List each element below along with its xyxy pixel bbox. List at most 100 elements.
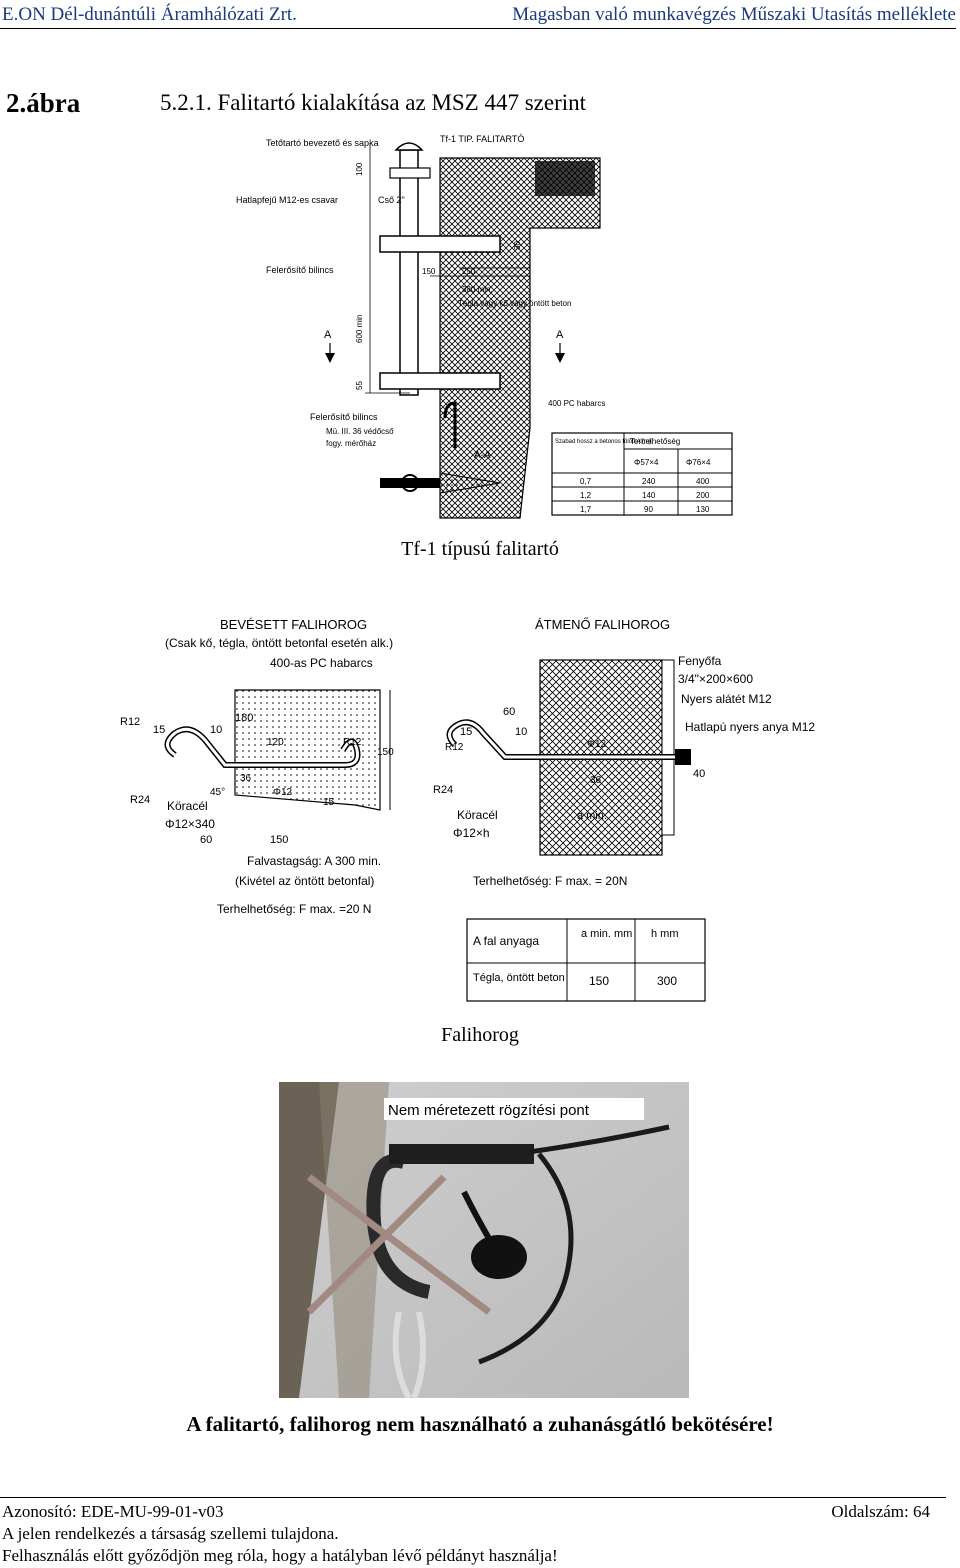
load-table: Szabad hossz a betonos fölött A (m) Terh… [551,432,733,516]
hook1-dim-150b: 150 [270,834,288,846]
label-dim-100: 100 [355,162,364,176]
hook1-dim-180: 180 [235,712,253,724]
figure-title: 5.2.1. Falitartó kialakítása az MSZ 447 … [160,90,587,115]
pipe [399,149,419,396]
hook2-board [661,659,675,836]
table2-header-material: A fal anyaga [473,934,539,948]
table1-r1c3: 400 [696,477,710,486]
hook1-dim-60: 60 [200,834,212,846]
label-dim-150: 150 [422,267,436,276]
hook2-amin: a min. [577,810,607,822]
hook2-dim-r24: R24 [433,784,453,796]
header-company: E.ON Dél-dunántúli Áramhálózati Zrt. [2,4,297,25]
label-type: Tf-1 TIP. FALITARTÓ [440,134,524,144]
hook2-size: Φ12×h [453,826,490,840]
hook1-dim-r12: R12 [120,716,140,728]
hook2-load: Terhelhetőség: F max. = 20N [473,874,627,888]
header-document: Magasban való munkavégzés Műszaki Utasít… [512,4,956,25]
label-meter: fogy. mérőház [326,439,376,448]
figure-number: 2.ábra [6,88,81,118]
hook2-dim-10: 10 [515,726,527,738]
hook1-dim-10: 10 [210,724,222,736]
label-section-a-left: A [324,329,332,341]
label-cap: Tetőtartó bevezető és sapka [266,138,379,148]
clamp-bottom [379,372,501,390]
label-dim-30: 30 [513,241,522,250]
hook1-dim-15: 15 [153,724,165,736]
hook2-dim-36: 36 [590,775,602,786]
caption-falihorog: Falihorog [441,1024,519,1046]
table1-sub-76: Φ76×4 [686,458,711,467]
hook1-title: BEVÉSETT FALIHOROG [220,617,367,632]
hook1-dim-phi12: Φ12 [273,787,293,798]
hook2-dim-15: 15 [460,726,472,738]
label-dim-55: 55 [355,381,364,390]
hook2-dim-phi12: Φ12 [587,739,607,750]
cross-mark-line-2 [306,1174,447,1315]
hook1-size: Φ12×340 [165,817,215,831]
wall-hook-drawing: BEVÉSETT FALIHOROG (Csak kő, tégla, öntö… [120,617,815,1002]
label-clamp-top: Felerősítő bilincs [266,265,334,275]
label-mortar: 400 PC habarcs [548,399,605,408]
footer-page-number: Oldalszám: 64 [831,1502,930,1521]
table2-material: Tégla, öntött beton [473,972,565,984]
photo-label: Nem méretezett rögzítési pont [388,1102,590,1119]
anchor-photo: Nem méretezett rögzítési pont [279,1082,689,1398]
table1-r2c3: 200 [696,491,710,500]
clamp-top [379,235,501,253]
table2-amin: 150 [589,974,609,988]
hook1-wall-thickness: Falvastagság: A 300 min. [247,854,381,868]
table1-sub-57: Φ57×4 [634,458,659,467]
hook2-title: ÁTMENŐ FALIHOROG [535,617,670,632]
label-dim-250: 250 [462,267,476,276]
wall-bracket-drawing: Tetőtartó bevezető és sapka Tf-1 TIP. FA… [236,134,733,519]
photo-cable [478,1124,670,1365]
label-pipe: Cső 2" [378,195,405,205]
label-pipe-protect: Mü. III. 36 védőcső [326,427,394,436]
cross-mark-line-1 [306,1174,492,1315]
table1-r3c1: 1,7 [580,505,592,514]
label-section-aa: A-A [474,450,491,461]
footer-ownership: A jelen rendelkezés a társaság szellemi … [2,1524,339,1543]
conduit [443,401,457,448]
hook2-dim-r12: R12 [445,742,464,753]
hook1-dim-120: 120 [267,737,284,748]
hook1-subtitle: (Csak kő, tégla, öntött betonfal esetén … [165,636,393,650]
table1-r3c2: 90 [644,505,653,514]
header-divider [0,28,956,29]
hook2-material: Köracél [457,808,498,822]
page-header: E.ON Dél-dunántúli Áramhálózati Zrt. Mag… [0,4,960,28]
table1-r2c1: 1,2 [580,491,592,500]
label-clamp-bottom: Felerősítő bilincs [310,412,378,422]
hook1-dim-45: 45° [210,787,225,798]
hook2-dim-40: 40 [693,768,705,780]
table2-h: 300 [657,974,677,988]
hook1-wall [234,689,381,811]
hook2-washer: Nyers alátét M12 [681,692,772,706]
table1-r1c1: 0,7 [580,477,592,486]
table2-header-amin: a min. mm [581,928,632,940]
hook1-load: Terhelhetőség: F max. =20 N [217,902,371,916]
hook1-dim-36: 36 [240,773,252,784]
hook1-dim-150: 150 [377,747,394,758]
hook1-wall-note: (Kivétel az öntött betonfal) [235,874,374,888]
hook1-dim-r24: R24 [130,794,150,806]
footer-divider [0,1497,946,1498]
label-dim-600: 600 min [355,315,364,343]
label-bolt: Hatlapfejű M12-es csavar [236,195,338,205]
footer-notice: Felhasználás előtt győződjön meg róla, h… [2,1546,558,1565]
hook1-material: Köracél [167,799,208,813]
caption-tf1: Tf-1 típusú falitartó [401,538,559,560]
hook2-wood: Fenyőfa [678,654,722,668]
table1-header-load: Terhelhetőség [630,437,680,446]
hook2-nut: Hatlapú nyers anya M12 [685,720,815,734]
anchor-photo-image: Nem méretezett rögzítési pont [279,1082,689,1398]
label-section-a-right: A [556,329,564,341]
hook1-mortar: 400-as PC habarcs [270,656,373,670]
photo-insulator [471,1235,527,1279]
wall-dark-block [535,161,595,196]
table1-r1c2: 240 [642,477,656,486]
table2-header-h: h mm [651,928,679,940]
table1-r3c3: 130 [696,505,710,514]
wall-material-table: A fal anyaga a min. mm h mm Tégla, öntöt… [466,918,706,1002]
